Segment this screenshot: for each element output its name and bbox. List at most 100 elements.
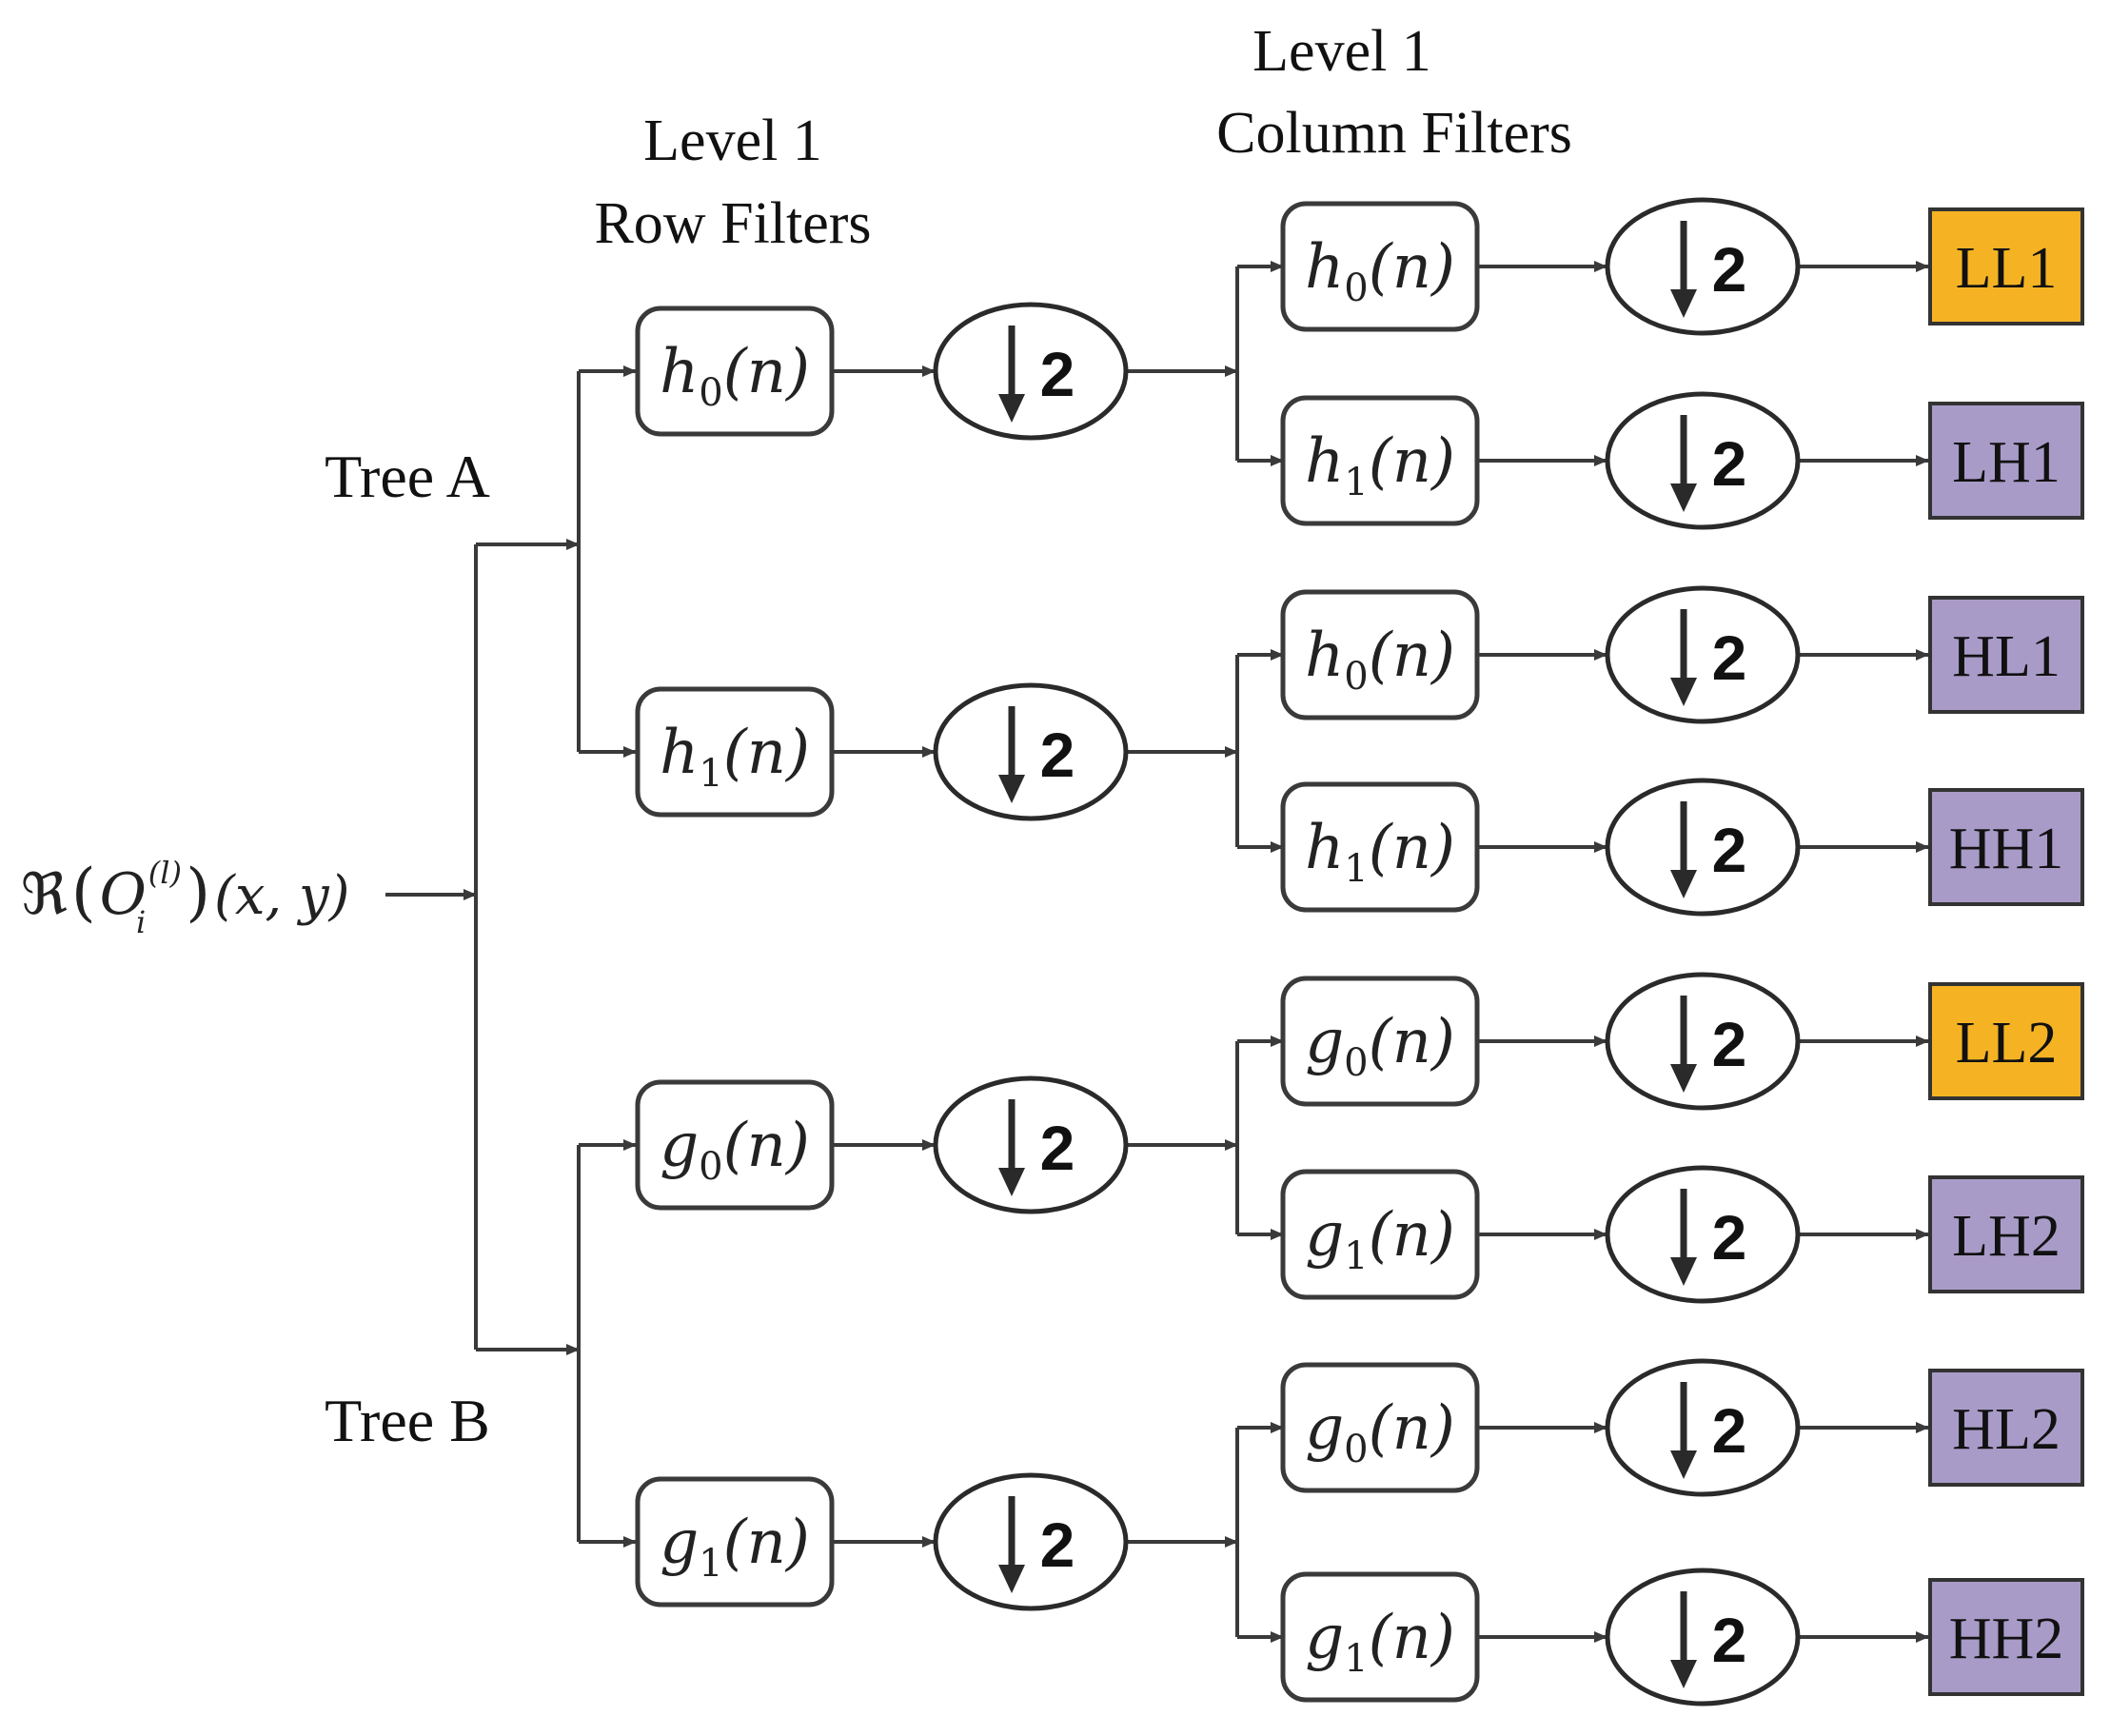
filter-argument: (n) bbox=[723, 1111, 810, 1181]
downsampler-outline bbox=[933, 682, 1129, 821]
output-label: LL2 bbox=[1956, 1011, 2058, 1075]
output-box bbox=[1928, 982, 2084, 1100]
column-filter-g1: g1(n) bbox=[1280, 1571, 1480, 1703]
output-box bbox=[1928, 402, 2084, 520]
down-arrow-icon bbox=[1670, 1660, 1697, 1688]
output-box bbox=[1928, 1175, 2084, 1293]
filter-box-outline bbox=[1280, 976, 1480, 1107]
column-filter-h1: h1(n) bbox=[1280, 395, 1480, 526]
downsample-factor: 2 bbox=[1712, 1395, 1747, 1466]
column-filter-h0: h0(n) bbox=[1280, 589, 1480, 720]
output-hl1: HL1 bbox=[1928, 596, 2084, 714]
filter-label: h0(n) bbox=[1305, 621, 1455, 699]
filter-letter: g bbox=[1305, 1200, 1344, 1271]
filter-label: h1(n) bbox=[1305, 813, 1455, 891]
column-filters-header-line2: Column Filters bbox=[1216, 101, 1572, 166]
downsampler-outline bbox=[1605, 778, 1801, 917]
down-arrow-icon bbox=[998, 394, 1025, 423]
column-filter-g0: g0(n) bbox=[1280, 976, 1480, 1107]
tree-b-label: Tree B bbox=[325, 1387, 490, 1454]
downsample-factor: 2 bbox=[1040, 720, 1075, 790]
output-ll1: LL1 bbox=[1928, 207, 2084, 326]
input-subscript: i bbox=[136, 904, 146, 940]
output-label: LL1 bbox=[1956, 236, 2058, 301]
filter-letter: h bbox=[660, 337, 699, 407]
row-downsampler: 2 bbox=[933, 682, 1129, 821]
downsampler-outline bbox=[1605, 972, 1801, 1111]
down-arrow-icon bbox=[1670, 870, 1697, 898]
filter-letter: g bbox=[1305, 1393, 1344, 1464]
row-filter-g0: g0(n) bbox=[635, 1079, 835, 1211]
column-downsampler: 2 bbox=[1605, 778, 1801, 917]
input-variable: O bbox=[100, 861, 147, 928]
downsample-factor: 2 bbox=[1040, 1113, 1075, 1183]
row-filter-g1: g1(n) bbox=[635, 1476, 835, 1608]
column-filter-h1: h1(n) bbox=[1280, 781, 1480, 913]
filter-label: h0(n) bbox=[660, 337, 810, 415]
filter-label: g0(n) bbox=[660, 1111, 810, 1189]
down-arrow-icon bbox=[1670, 678, 1697, 706]
filter-index: 1 bbox=[699, 752, 722, 796]
column-filter-h0: h0(n) bbox=[1280, 201, 1480, 332]
output-box bbox=[1928, 1578, 2084, 1696]
column-downsampler: 2 bbox=[1605, 391, 1801, 530]
filter-label: h1(n) bbox=[1305, 426, 1455, 504]
output-label: HL1 bbox=[1952, 624, 2061, 689]
filter-argument: (n) bbox=[723, 718, 810, 788]
filter-box-outline bbox=[1280, 201, 1480, 332]
downsample-factor: 2 bbox=[1712, 428, 1747, 499]
column-filter-group: h0(n)h1(n)h0(n)h1(n)g0(n)g1(n)g0(n)g1(n) bbox=[1280, 201, 1480, 1703]
filter-index: 0 bbox=[1344, 1428, 1368, 1471]
downsample-factor: 2 bbox=[1712, 234, 1747, 305]
downsampler-outline bbox=[1605, 197, 1801, 336]
filter-letter: g bbox=[660, 1111, 699, 1181]
output-label: LH1 bbox=[1952, 430, 2061, 495]
filter-argument: (n) bbox=[1369, 1603, 1455, 1673]
column-downsampler: 2 bbox=[1605, 585, 1801, 724]
downsampler-outline bbox=[933, 302, 1129, 441]
filter-argument: (n) bbox=[1369, 813, 1455, 883]
column-filter-g0: g0(n) bbox=[1280, 1362, 1480, 1493]
column-filter-g1: g1(n) bbox=[1280, 1169, 1480, 1300]
filter-argument: (n) bbox=[723, 337, 810, 407]
input-open-paren: ( bbox=[71, 856, 96, 929]
column-downsampler: 2 bbox=[1605, 197, 1801, 336]
column-downsampler: 2 bbox=[1605, 972, 1801, 1111]
filter-label: g0(n) bbox=[1305, 1007, 1455, 1085]
filter-box-outline bbox=[635, 306, 835, 437]
output-label: HL2 bbox=[1952, 1397, 2061, 1462]
down-arrow-icon bbox=[1670, 289, 1697, 318]
filter-index: 1 bbox=[1344, 461, 1368, 504]
filter-index: 0 bbox=[1344, 655, 1368, 699]
output-lh2: LH2 bbox=[1928, 1175, 2084, 1293]
filter-argument: (n) bbox=[1369, 1393, 1455, 1464]
down-arrow-icon bbox=[998, 1168, 1025, 1196]
row-filters-header-line1: Level 1 bbox=[643, 108, 822, 173]
filter-label: g1(n) bbox=[660, 1508, 810, 1586]
tree-a-label: Tree A bbox=[325, 443, 490, 510]
downsampler-outline bbox=[1605, 391, 1801, 530]
filter-box-outline bbox=[635, 1079, 835, 1211]
down-arrow-icon bbox=[1670, 483, 1697, 512]
filter-index: 1 bbox=[1344, 1637, 1368, 1681]
down-arrow-icon bbox=[998, 1565, 1025, 1593]
output-label: LH2 bbox=[1952, 1204, 2061, 1269]
connection-wires bbox=[385, 261, 1929, 1643]
real-part-symbol: ℜ bbox=[21, 861, 68, 928]
filter-index: 0 bbox=[699, 1145, 722, 1189]
filter-label: g1(n) bbox=[1305, 1603, 1455, 1681]
filter-box-outline bbox=[1280, 589, 1480, 720]
output-box bbox=[1928, 596, 2084, 714]
filter-box-outline bbox=[1280, 395, 1480, 526]
filter-index: 1 bbox=[699, 1542, 722, 1586]
output-label: HH1 bbox=[1949, 817, 2064, 881]
downsample-factor: 2 bbox=[1712, 1202, 1747, 1272]
filter-letter: h bbox=[1305, 232, 1344, 303]
filter-box-outline bbox=[1280, 1571, 1480, 1703]
downsampler-outline bbox=[1605, 1568, 1801, 1706]
row-filter-group: h0(n)h1(n)g0(n)g1(n) bbox=[635, 306, 835, 1608]
downsampler-outline bbox=[933, 1472, 1129, 1611]
filter-index: 0 bbox=[699, 371, 722, 415]
